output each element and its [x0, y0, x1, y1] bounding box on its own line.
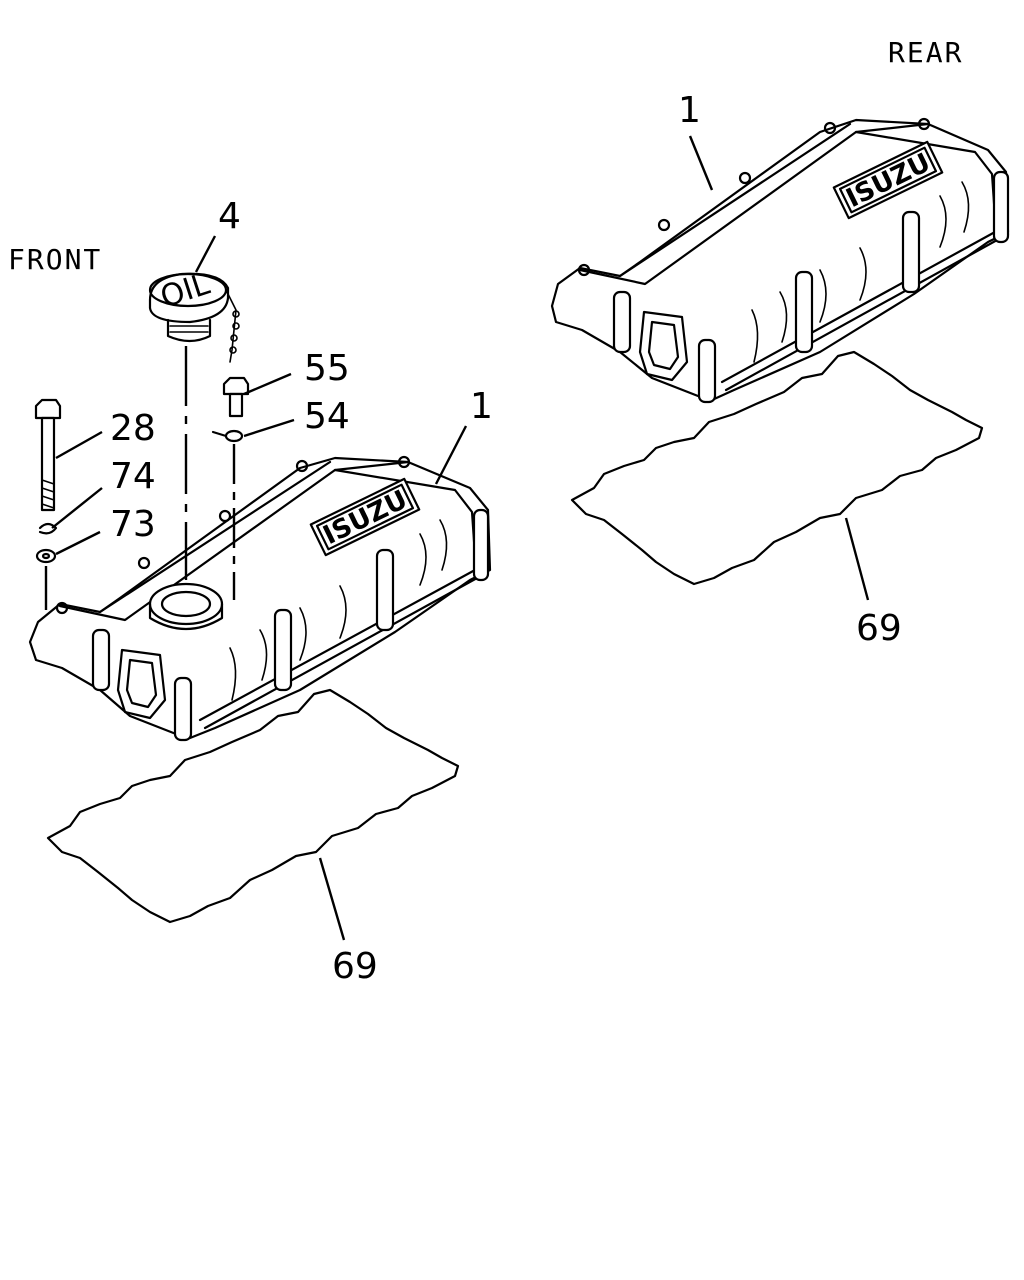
washer-73	[35, 548, 57, 564]
callout-54: 54	[304, 396, 350, 437]
bolt-28	[34, 398, 62, 512]
callout-1-right: 1	[678, 90, 701, 131]
callout-4: 4	[218, 196, 241, 237]
oil-filler-cap: OIL	[148, 267, 240, 363]
callout-69-left: 69	[332, 946, 378, 987]
callout-74: 74	[110, 456, 156, 497]
gasket-left	[46, 688, 460, 924]
rocker-cover-right: ISUZU	[550, 117, 1010, 404]
front-label: FRONT	[8, 243, 102, 276]
rear-label: REAR	[888, 36, 963, 69]
gasket-right	[570, 350, 984, 586]
callout-28: 28	[110, 408, 156, 449]
bolt-55	[222, 376, 250, 418]
callout-55: 55	[304, 348, 350, 389]
rocker-cover-left: ISUZU	[28, 455, 492, 742]
callout-1-left: 1	[470, 386, 493, 427]
clip-54	[211, 429, 244, 443]
washer-74	[38, 522, 58, 535]
callout-69-right: 69	[856, 608, 902, 649]
callout-73: 73	[110, 504, 156, 545]
